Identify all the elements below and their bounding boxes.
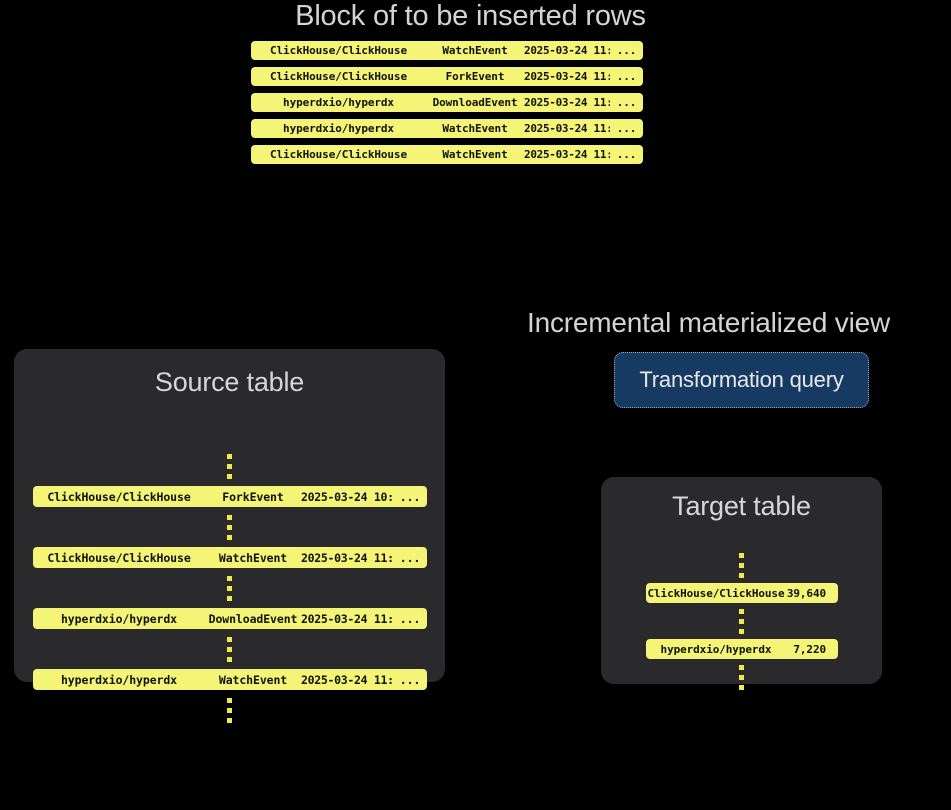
vertical-ellipsis-icon bbox=[739, 553, 744, 578]
block-row: hyperdxio/hyperdx WatchEvent 2025-03-24 11… bbox=[251, 119, 643, 138]
row-more-ellipsis: ... bbox=[616, 70, 637, 83]
row-repository: ClickHouse/ClickHouse bbox=[47, 489, 191, 504]
vertical-ellipsis-icon bbox=[227, 454, 232, 479]
source-table-row: hyperdxio/hyperdx WatchEvent 2025-03-24 11… bbox=[33, 669, 427, 690]
source-table-rows: ClickHouse/ClickHouse ForkEvent 2025-03-24… bbox=[33, 446, 427, 730]
row-event-type: WatchEvent bbox=[442, 148, 508, 161]
row-event-type: WatchEvent bbox=[442, 44, 508, 57]
row-event-type: DownloadEvent bbox=[432, 96, 518, 109]
row-timestamp: 2025-03-24 11:28:32 bbox=[301, 672, 393, 687]
source-table-title: Source table bbox=[154, 367, 305, 397]
row-repository: ClickHouse/ClickHouse bbox=[647, 586, 785, 600]
block-row: ClickHouse/ClickHouse WatchEvent 2025-03-2… bbox=[251, 145, 643, 164]
row-repository: ClickHouse/ClickHouse bbox=[270, 70, 407, 83]
row-more-ellipsis: ... bbox=[399, 672, 421, 687]
row-repository: hyperdxio/hyperdx bbox=[60, 672, 177, 687]
row-event-type: DownloadEvent bbox=[208, 611, 298, 626]
row-more-ellipsis: ... bbox=[616, 96, 637, 109]
vertical-ellipsis-icon bbox=[227, 698, 232, 723]
row-event-type: ForkEvent bbox=[222, 489, 284, 504]
row-more-ellipsis: ... bbox=[399, 489, 421, 504]
target-table-row: hyperdxio/hyperdx 7,220 bbox=[646, 639, 838, 659]
row-repository: hyperdxio/hyperdx bbox=[60, 611, 177, 626]
row-timestamp: 2025-03-24 11:35:44 bbox=[524, 70, 610, 83]
row-timestamp: 2025-03-24 11:20:12 bbox=[301, 611, 393, 626]
row-event-type: WatchEvent bbox=[442, 122, 508, 135]
row-event-type: ForkEvent bbox=[445, 70, 505, 83]
block-row: hyperdxio/hyperdx DownloadEvent 2025-03-24… bbox=[251, 93, 643, 112]
row-timestamp: 2025-03-24 11:35:52 bbox=[524, 122, 610, 135]
row-count: 39,640 bbox=[786, 586, 826, 600]
source-table-card: Source table ClickHouse/ClickHouse ForkEv… bbox=[14, 349, 445, 723]
vertical-ellipsis-icon bbox=[227, 576, 232, 601]
row-count: 7,220 bbox=[793, 642, 826, 656]
block-row: ClickHouse/ClickHouse ForkEvent 2025-03-24… bbox=[251, 67, 643, 86]
row-more-ellipsis: ... bbox=[616, 122, 637, 135]
transformation-query-label: Transformation query bbox=[639, 367, 844, 392]
row-repository: hyperdxio/hyperdx bbox=[660, 642, 772, 656]
row-timestamp: 2025-03-24 11:35:40 bbox=[524, 44, 610, 57]
row-timestamp: 2025-03-24 11:35:48 bbox=[524, 96, 610, 109]
row-event-type: WatchEvent bbox=[218, 672, 288, 687]
row-repository: hyperdxio/hyperdx bbox=[283, 122, 394, 135]
source-table-row: ClickHouse/ClickHouse WatchEvent 2025-03-2… bbox=[33, 547, 427, 568]
row-timestamp: 2025-03-24 10:25:00 bbox=[301, 489, 393, 504]
row-more-ellipsis: ... bbox=[399, 611, 421, 626]
row-more-ellipsis: ... bbox=[399, 550, 421, 565]
block-of-rows-title: Block of to be inserted rows bbox=[295, 0, 646, 32]
incremental-materialized-view-title: Incremental materialized view bbox=[527, 307, 891, 338]
transformation-query-box[interactable]: Transformation query bbox=[614, 352, 869, 408]
row-more-ellipsis: ... bbox=[616, 148, 637, 161]
row-repository: ClickHouse/ClickHouse bbox=[270, 148, 407, 161]
vertical-ellipsis-icon bbox=[739, 665, 744, 690]
row-more-ellipsis: ... bbox=[616, 44, 637, 57]
vertical-ellipsis-icon bbox=[739, 609, 744, 634]
row-repository: hyperdxio/hyperdx bbox=[283, 96, 394, 109]
vertical-ellipsis-icon bbox=[227, 637, 232, 662]
row-timestamp: 2025-03-24 11:32:54 bbox=[301, 550, 393, 565]
target-table-title: Target table bbox=[672, 491, 811, 521]
row-repository: ClickHouse/ClickHouse bbox=[47, 550, 191, 565]
vertical-ellipsis-icon bbox=[227, 515, 232, 540]
row-timestamp: 2025-03-24 11:35:54 bbox=[524, 148, 610, 161]
block-row: ClickHouse/ClickHouse WatchEvent 2025-03-2… bbox=[251, 41, 643, 60]
row-event-type: WatchEvent bbox=[218, 550, 288, 565]
source-table-row: ClickHouse/ClickHouse ForkEvent 2025-03-24… bbox=[33, 486, 427, 507]
row-repository: ClickHouse/ClickHouse bbox=[270, 44, 407, 57]
